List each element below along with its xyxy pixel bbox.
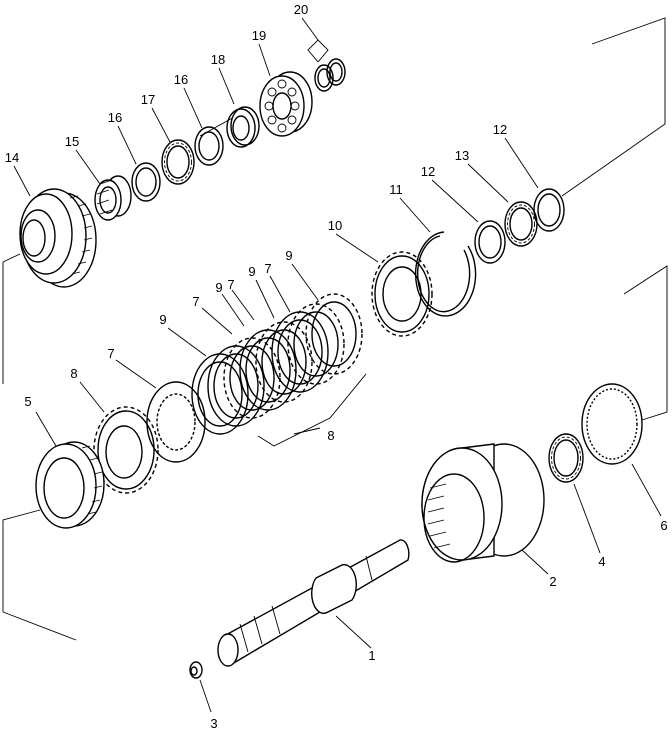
washer-16-left [131, 162, 161, 202]
callout-16-right: 16 [174, 72, 188, 87]
snap-ring-11 [414, 231, 477, 317]
gear-5 [35, 441, 105, 529]
callout-9-upper: 9 [248, 264, 255, 279]
callout-2: 2 [549, 574, 556, 589]
leader-lines [13, 17, 662, 713]
thrust-bearing-13 [504, 201, 538, 247]
callout-15: 15 [65, 134, 79, 149]
plug-3 [189, 661, 203, 679]
callout-17: 17 [141, 92, 155, 107]
bracket-8 [257, 373, 367, 447]
thrust-bearing-17 [161, 139, 195, 185]
callouts: 1 2 3 4 5 6 7 7 7 7 8 8 9 9 9 9 10 11 12… [5, 2, 668, 731]
callout-8-pack: 8 [327, 428, 334, 443]
snap-rings-20 [307, 39, 346, 92]
callout-7-mid: 7 [192, 294, 199, 309]
callout-19: 19 [252, 28, 266, 43]
plate-10 [371, 251, 433, 337]
ball-bearing-19 [259, 71, 313, 137]
callout-14: 14 [5, 150, 19, 165]
washer-12-left [474, 220, 506, 264]
callout-18: 18 [211, 52, 225, 67]
needle-bearing-15 [94, 175, 132, 221]
callout-12-left: 12 [421, 164, 435, 179]
callout-16-left: 16 [108, 110, 122, 125]
callout-7-upper: 7 [227, 277, 234, 292]
plate-7-lower [146, 381, 206, 463]
callout-20: 20 [294, 2, 308, 17]
callout-7-lower: 7 [107, 346, 114, 361]
callout-12-right: 12 [493, 122, 507, 137]
spacer-18 [226, 106, 260, 148]
callout-7-top: 7 [264, 261, 271, 276]
disc-8-lower [93, 406, 159, 494]
callout-9-top: 9 [285, 248, 292, 263]
callout-9-lower: 9 [159, 312, 166, 327]
gear-14 [19, 188, 97, 288]
callout-3: 3 [210, 716, 217, 731]
callout-9-mid: 9 [215, 280, 222, 295]
callout-10: 10 [328, 218, 342, 233]
callout-6: 6 [660, 518, 667, 533]
washer-12-right [533, 188, 565, 232]
callout-1: 1 [368, 648, 375, 663]
callout-5: 5 [24, 394, 31, 409]
ring-6 [581, 383, 643, 465]
washer-16-right [194, 126, 224, 166]
clutch-pack [191, 293, 363, 435]
callout-4: 4 [598, 554, 605, 569]
thrust-washer-4 [548, 433, 584, 483]
callout-13: 13 [455, 148, 469, 163]
callout-11: 11 [389, 182, 403, 197]
shaft-1 [217, 539, 410, 667]
drum-2 [421, 443, 545, 563]
callout-8-lower: 8 [70, 366, 77, 381]
